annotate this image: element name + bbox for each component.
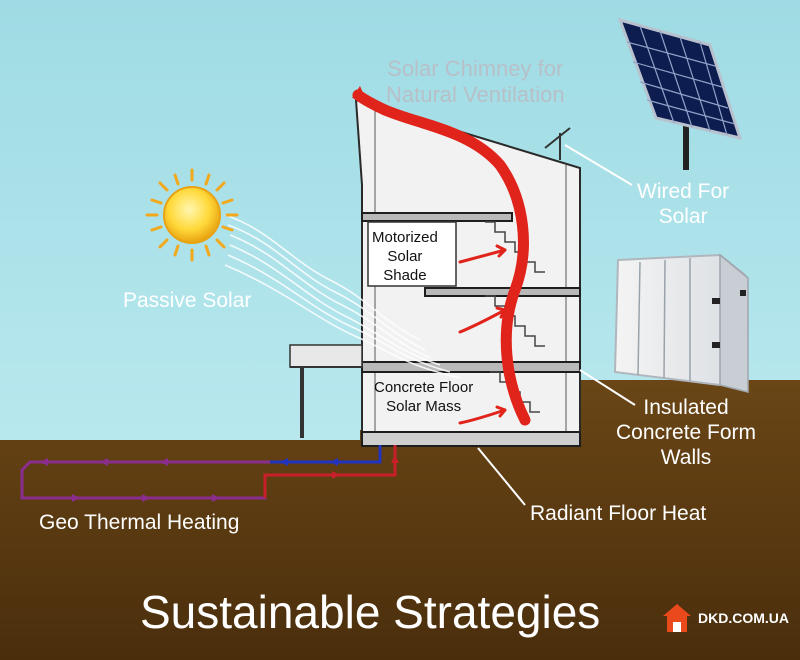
geo-thermal-heating-label: Geo Thermal Heating [39, 511, 240, 534]
geothermal-piping [20, 445, 399, 502]
solar-chimney-label-line1: Solar Chimney for [387, 56, 564, 81]
solar-chimney-label: Solar Chimney for Natural Ventilation [386, 56, 565, 109]
leader-lines [477, 144, 636, 506]
page-title: Sustainable Strategies [140, 586, 601, 638]
wired-for-solar-label: Wired For Solar [637, 179, 729, 229]
watermark-logo: DKD.COM.UA [660, 600, 789, 636]
shade-label-line1: Motorized [372, 229, 438, 246]
sun-icon [145, 168, 239, 262]
icf-label-line1: Insulated [643, 396, 729, 419]
concrete-floor-solar-mass-label: Concrete Floor Solar Mass [374, 379, 473, 417]
ground [0, 380, 800, 660]
icf-label-line2: Concrete Form [616, 421, 757, 445]
shade-label-line3: Shade [383, 266, 427, 284]
wired-for-solar-label-line1: Wired For [637, 180, 730, 203]
solar-chimney-label-line2: Natural Ventilation [386, 82, 565, 108]
icf-label-line3: Walls [660, 446, 712, 470]
radiant-floor-heat-label: Radiant Floor Heat [530, 502, 707, 525]
floor-label-line2: Solar Mass [386, 397, 462, 415]
roof-solar-mount [544, 127, 571, 160]
shade-label-line2: Solar [387, 247, 423, 265]
motorized-solar-shade-label: Motorized Solar Shade [372, 229, 438, 285]
passive-solar-label: Passive Solar [123, 289, 252, 312]
floor-label-line1: Concrete Floor [374, 379, 474, 396]
solar-chimney-airflow [352, 86, 531, 426]
wired-for-solar-label-line2: Solar [658, 205, 708, 229]
icf-wall-panels [613, 253, 749, 393]
insulated-concrete-form-walls-label: Insulated Concrete Form Walls [616, 395, 756, 471]
passive-solar-rays [224, 214, 461, 379]
watermark-text: DKD.COM.UA [698, 610, 789, 626]
house-logo-icon [663, 604, 691, 632]
solar-panel-icon [617, 17, 743, 170]
